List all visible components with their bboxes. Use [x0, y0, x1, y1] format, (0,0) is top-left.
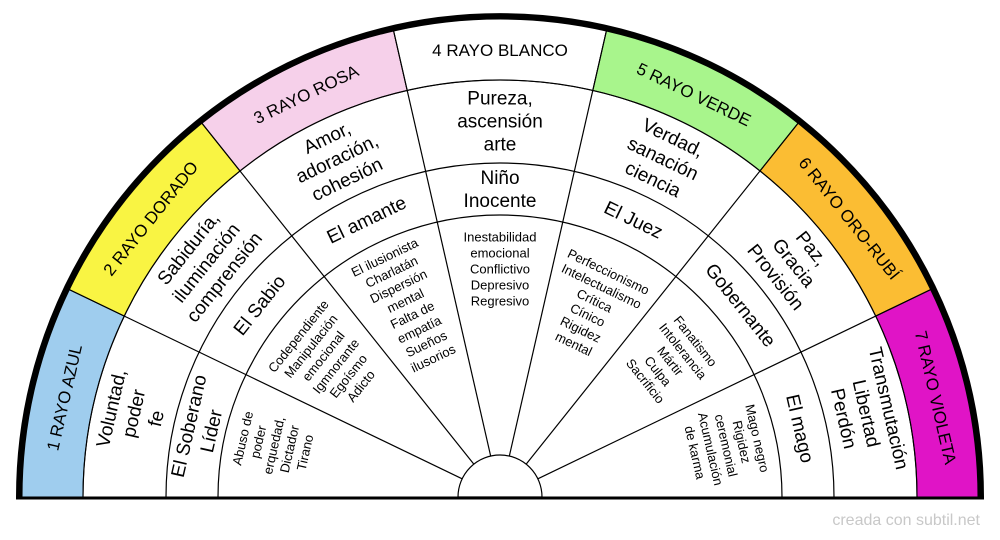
sector-divider	[525, 122, 799, 465]
footer-credit: creada con subtil.net	[832, 512, 980, 529]
ray-archetype: El SoberanoLíder	[168, 373, 234, 485]
ray-archetype: El mago	[781, 392, 817, 465]
ring-divider	[217, 214, 783, 498]
sector-divider	[69, 289, 463, 480]
ring-divider	[165, 162, 835, 498]
ray-shadow-traits-line: poder	[247, 423, 269, 459]
ray-archetype: El amante	[324, 193, 410, 249]
ray-shadow-traits: CodependienteManipulaciónemocionalIgmnor…	[265, 297, 394, 425]
ring-divider	[82, 79, 918, 498]
ray-archetype-line: El Juez	[601, 198, 666, 244]
ray-qualities-line: arte	[484, 135, 517, 156]
sector-divider	[393, 30, 492, 457]
ray-shadow-traits: Mago negroRigidezceremonialAcumulaciónde…	[679, 400, 773, 490]
ray-shadow-traits-line: Inestabilidad	[464, 230, 537, 245]
ray-shadow-traits-line: emocional	[470, 246, 529, 261]
ray-shadow-traits-line: Depresivo	[471, 278, 530, 293]
ray-archetype: El Juez	[601, 198, 666, 244]
ray-archetype-line: El Sabio	[230, 271, 291, 339]
ray-archetype: El Sabio	[230, 271, 291, 339]
ray-shadow-traits: PerfeccionismoIntelectualismoCríticaCíni…	[530, 246, 651, 370]
sector-divider	[508, 30, 607, 457]
center-hole	[457, 454, 543, 498]
ray-archetype-line: Niño	[480, 168, 519, 189]
ray-archetype-line: El amante	[324, 193, 410, 249]
ray-label: 4 RAYO BLANCO	[432, 41, 568, 60]
ray-archetype-line: Inocente	[464, 191, 537, 212]
ray-qualities-line: fe	[145, 409, 169, 429]
outer-rim	[16, 13, 984, 498]
ray-shadow-traits-line: Regresivo	[471, 294, 530, 309]
ray-qualities-line: ascensión	[457, 112, 543, 133]
ray-archetype-line: El mago	[781, 392, 817, 465]
ray-shadow-traits: Abuso depodererquedad,DictadorTirano	[229, 408, 319, 483]
sector-divider	[201, 122, 475, 465]
ray-qualities-line: Pureza,	[467, 89, 532, 110]
ray-qualities: Voluntad,poderfe	[93, 368, 176, 460]
sector-divider	[537, 289, 931, 480]
ray-shadow-traits-line: Conflictivo	[470, 262, 530, 277]
